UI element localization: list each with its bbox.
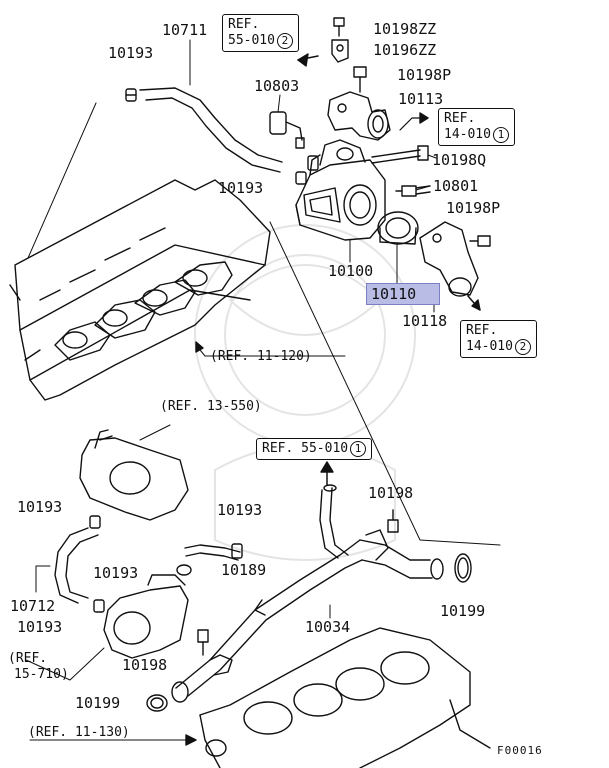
thermostat-housing-15-710	[25, 574, 189, 681]
part-label-10118[interactable]: 10118	[402, 312, 448, 330]
part-label-10198P-a[interactable]: 10198P	[397, 66, 452, 84]
part-label-10193-f[interactable]: 10193	[17, 618, 63, 636]
part-label-10711[interactable]: 10711	[162, 21, 208, 39]
part-label-10198-b[interactable]: 10198	[368, 484, 414, 502]
cylinder-head-upper	[9, 179, 271, 401]
thermostat-10110	[377, 211, 419, 286]
bolt-10198P-b	[469, 235, 491, 247]
hose-10711	[139, 39, 283, 173]
water-pump-13-550	[79, 424, 189, 521]
part-label-10198ZZ[interactable]: 10198ZZ	[373, 20, 437, 38]
cylinder-block-lower	[29, 627, 491, 768]
hose-10189	[176, 543, 243, 576]
part-label-10034[interactable]: 10034	[305, 618, 351, 636]
diagram-code: F00016	[497, 744, 543, 757]
part-label-10712[interactable]: 10712	[10, 597, 56, 615]
part-label-10193-e[interactable]: 10193	[93, 564, 139, 582]
part-label-10193-a[interactable]: 10193	[108, 44, 154, 62]
bolt-10198P-a	[353, 66, 367, 93]
water-outlet-10113	[327, 91, 391, 141]
part-label-10196ZZ[interactable]: 10196ZZ	[373, 41, 437, 59]
part-label-10193-c[interactable]: 10193	[17, 498, 63, 516]
part-label-10199-a[interactable]: 10199	[75, 694, 121, 712]
ref-circle-number: 2	[514, 339, 531, 355]
part-label-10189[interactable]: 10189	[221, 561, 267, 579]
bracket-10196ZZ	[331, 17, 349, 63]
o-ring-10199-a	[454, 553, 472, 583]
ref-box-line: REF.	[228, 17, 260, 32]
sensor-10803	[269, 94, 305, 149]
ref-text-13-550[interactable]: (REF. 13-550)	[160, 399, 262, 414]
ref-circle-number: 2	[276, 33, 293, 49]
part-label-10100[interactable]: 10100	[328, 262, 374, 280]
part-label-10193-d[interactable]: 10193	[217, 501, 263, 519]
ref-text-11-120[interactable]: (REF. 11-120)	[210, 349, 312, 364]
clamp-10193-c	[89, 515, 105, 613]
o-ring-10199-b	[146, 694, 168, 712]
ref-box-code: 14-010	[444, 127, 491, 142]
ref-text-15-710-line2[interactable]: 15-710)	[14, 667, 69, 682]
part-label-10110-selected[interactable]: 10110	[366, 283, 440, 305]
ref-box-code: REF. 55-010	[262, 441, 349, 456]
part-label-10198P-b[interactable]: 10198P	[446, 199, 501, 217]
clamp-10193-a	[125, 88, 137, 102]
ref-text-11-130[interactable]: (REF. 11-130)	[28, 725, 130, 740]
clamp-10193-b	[295, 155, 319, 185]
ref-box-line: REF.	[444, 111, 476, 126]
part-label-10198-a[interactable]: 10198	[122, 656, 168, 674]
part-label-10199-b[interactable]: 10199	[440, 602, 486, 620]
ref-text-15-710-line1[interactable]: (REF.	[8, 651, 48, 666]
ref-circle-number: 1	[492, 127, 509, 143]
bolt-10198-a	[197, 629, 209, 656]
part-label-10801[interactable]: 10801	[433, 177, 479, 195]
ref-circle-number: 1	[350, 441, 367, 457]
bolt-10198-b	[387, 509, 399, 533]
ref-box-code: 55-010	[228, 33, 275, 48]
part-label-10193-b[interactable]: 10193	[218, 179, 264, 197]
part-label-10198Q[interactable]: 10198Q	[432, 151, 487, 169]
ref-box-code: 14-010	[466, 339, 513, 354]
hose-10712	[35, 527, 99, 604]
thermostat-housing-10100	[295, 139, 386, 263]
bolt-10198Q	[371, 145, 429, 164]
water-pipe-10034	[171, 484, 444, 703]
ref-box-line: REF.	[466, 323, 498, 338]
part-label-10113[interactable]: 10113	[398, 90, 444, 108]
part-label-10803[interactable]: 10803	[254, 77, 300, 95]
